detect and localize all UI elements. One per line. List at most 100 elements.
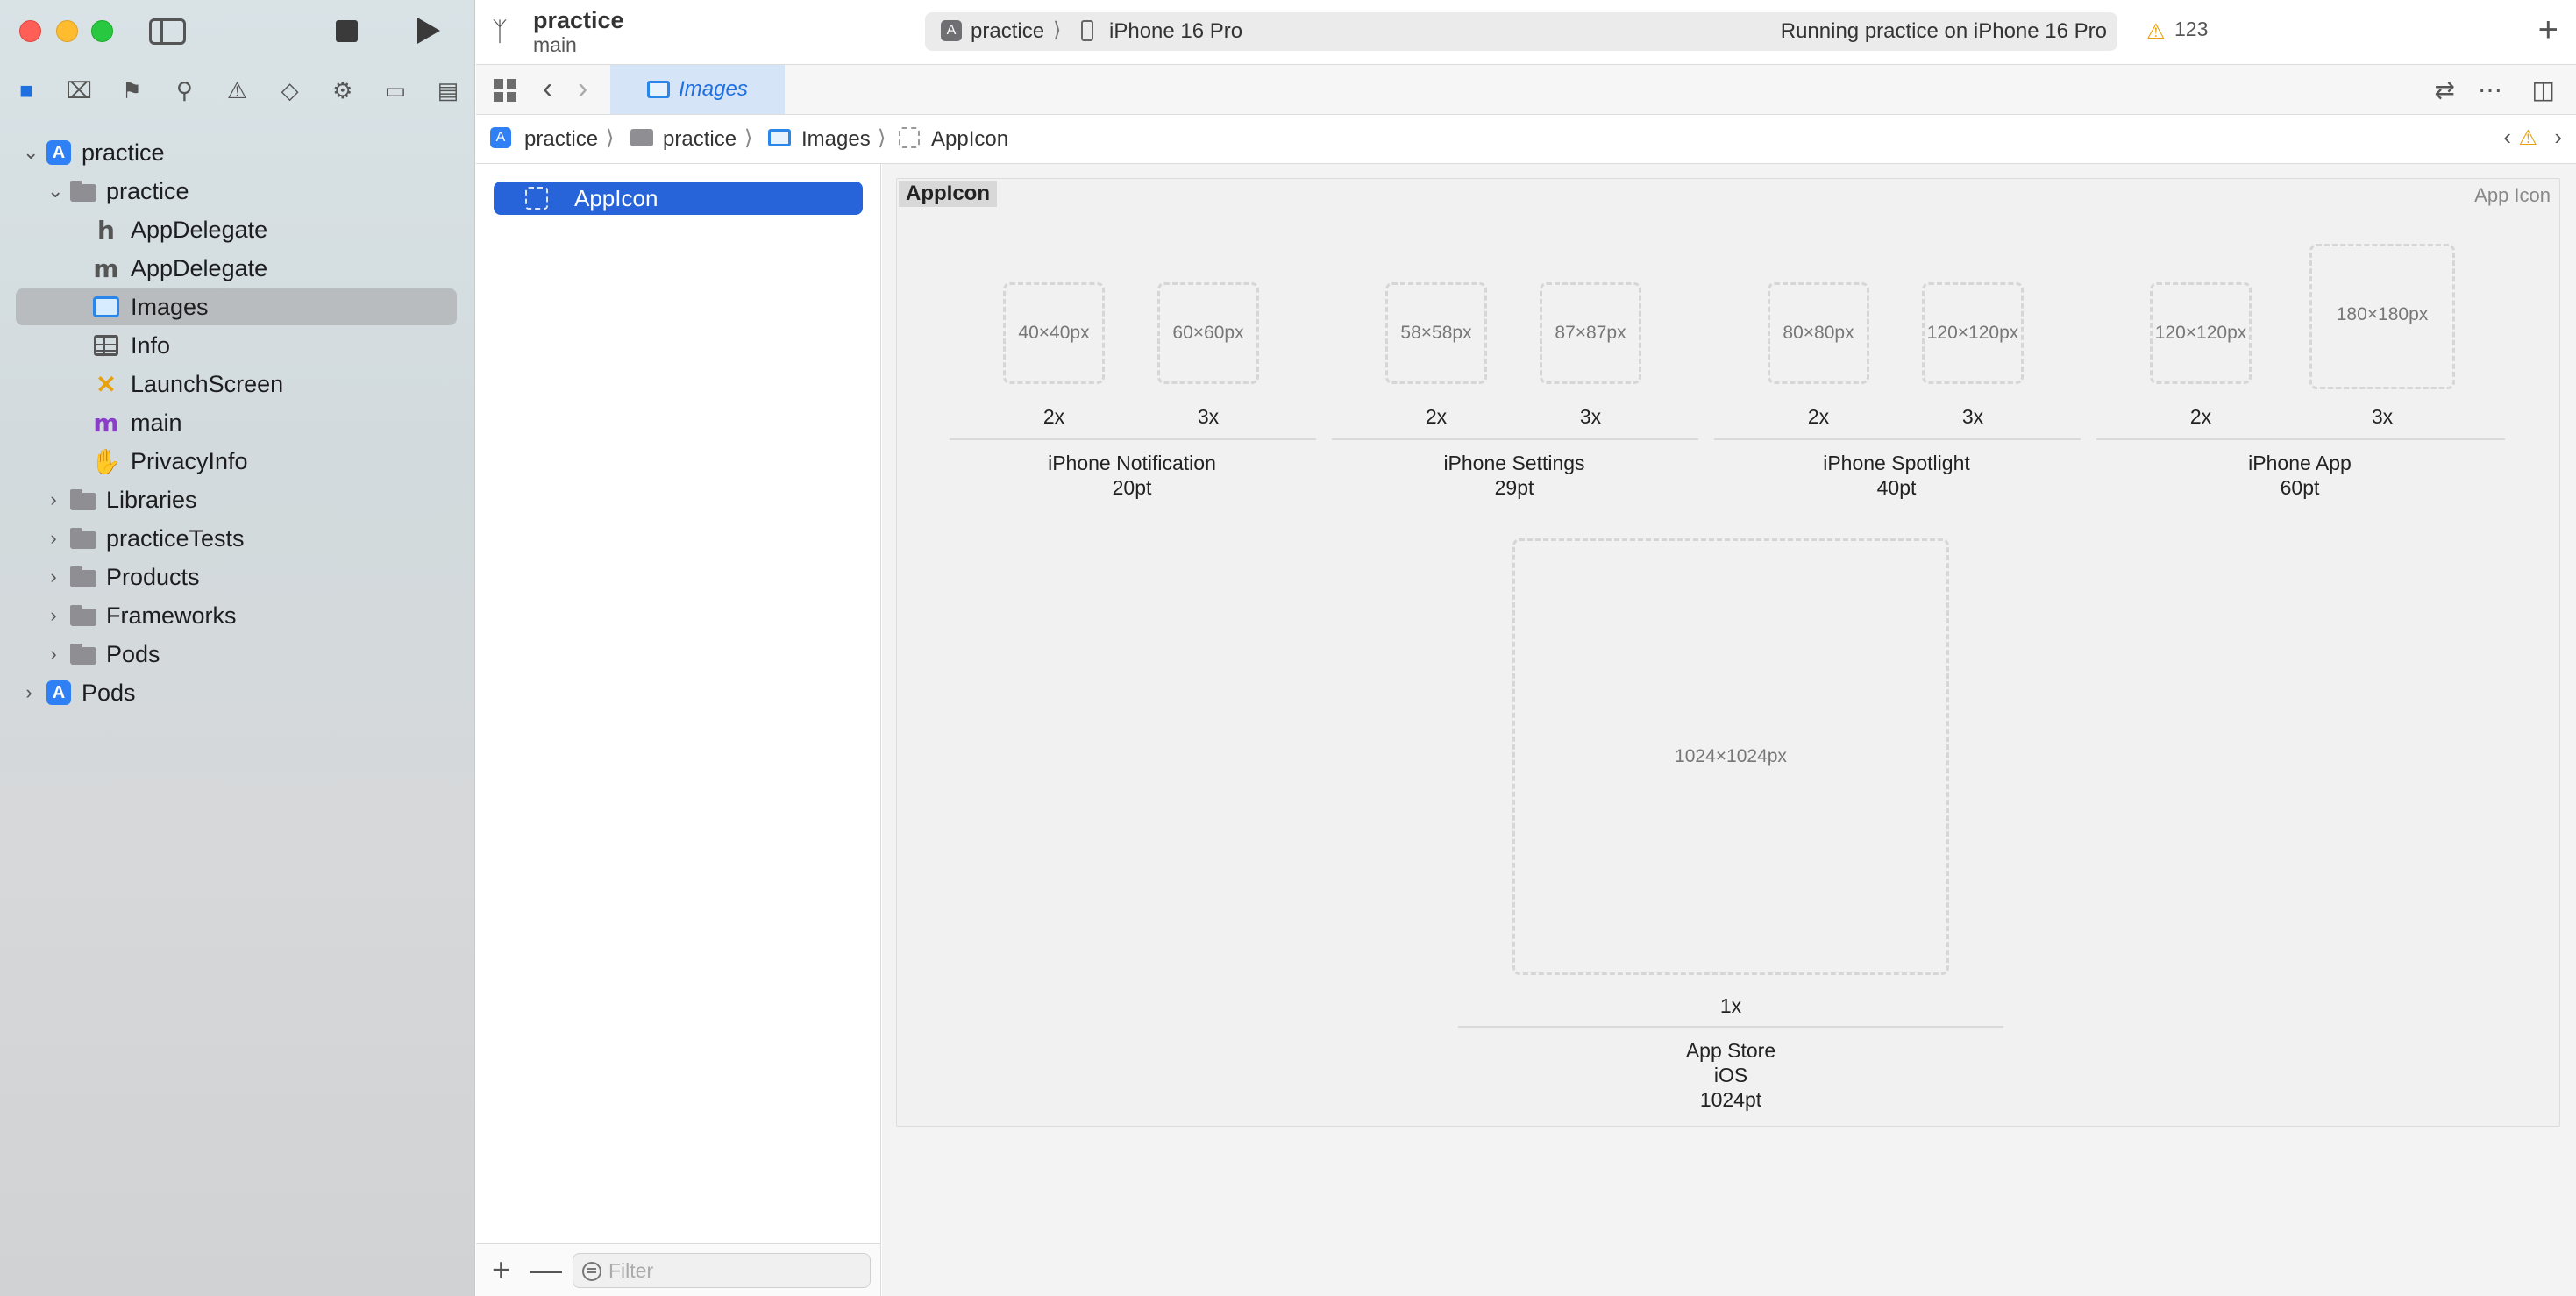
chevron-right-icon[interactable]: › [50, 566, 57, 587]
tree-item-privacyinfo[interactable]: ✋ PrivacyInfo [0, 442, 474, 481]
icon-well-settings-3x[interactable]: 87×87px [1540, 282, 1641, 384]
tree-item-images[interactable]: Images [0, 288, 474, 326]
tab-images[interactable]: Images [610, 65, 785, 114]
window-zoom-button[interactable] [91, 20, 113, 42]
scale-label: 3x [2371, 405, 2394, 428]
icon-well-app-2x[interactable]: 120×120px [2150, 282, 2252, 384]
chevron-right-icon: ⟩ [878, 126, 886, 150]
branch-name[interactable]: main [533, 33, 577, 56]
icon-well-notification-2x[interactable]: 40×40px [1003, 282, 1105, 384]
warning-icon[interactable]: ⚠ [2518, 126, 2537, 150]
tree-item-frameworks[interactable]: › Frameworks [0, 596, 474, 635]
debug-navigator-spray-icon[interactable]: ⚙ [332, 76, 353, 103]
tree-item-launchscreen[interactable]: ✕ LaunchScreen [0, 365, 474, 403]
group-divider [1332, 438, 1698, 440]
related-items-grid-icon[interactable] [494, 79, 516, 102]
jump-bar: A practice ⟩ practice ⟩ Images ⟩ AppIcon… [476, 115, 2576, 164]
tree-item-pods-project[interactable]: › A Pods [0, 673, 474, 712]
remove-asset-minus-icon[interactable]: — [530, 1251, 562, 1287]
swap-arrows-icon[interactable]: ⇄ [2434, 76, 2455, 103]
icon-well-spotlight-2x[interactable]: 80×80px [1768, 282, 1869, 384]
chevron-right-icon[interactable]: › [50, 604, 57, 626]
chevron-down-icon[interactable]: ⌄ [47, 180, 64, 202]
window-minimize-button[interactable] [56, 20, 78, 42]
chevron-right-icon[interactable]: › [25, 681, 32, 703]
privacy-hand-icon: ✋ [90, 447, 122, 475]
tree-item-products[interactable]: › Products [0, 558, 474, 596]
chevron-right-icon[interactable]: › [50, 643, 57, 665]
more-options-icon[interactable]: ⋯ [2478, 76, 2502, 103]
tree-item-pods-folder[interactable]: › Pods [0, 635, 474, 673]
asset-item-appicon[interactable]: AppIcon [494, 182, 863, 215]
scale-label: 3x [1197, 405, 1220, 428]
group-label-app: iPhone App 60pt [2116, 451, 2484, 500]
tree-item-label: LaunchScreen [131, 370, 284, 397]
find-navigator-search-icon[interactable]: ⚲ [175, 76, 193, 103]
icon-well-app-store-1x[interactable]: 1024×1024px [1512, 538, 1949, 975]
source-control-navigator-icon[interactable]: ⌧ [66, 76, 93, 103]
filter-field[interactable] [573, 1253, 871, 1288]
tree-item-appdelegate-h[interactable]: h AppDelegate [0, 210, 474, 249]
icon-set-title: AppIcon [899, 181, 997, 207]
run-icon[interactable] [417, 18, 440, 44]
group-size: 20pt [1112, 476, 1152, 499]
add-asset-plus-icon[interactable]: + [492, 1251, 511, 1287]
group-divider [950, 438, 1316, 440]
breadcrumb-project[interactable]: practice [524, 127, 599, 151]
breadcrumb-appicon[interactable]: AppIcon [931, 127, 1009, 151]
tree-item-folder-practice[interactable]: ⌄ practice [0, 172, 474, 210]
forward-chevron-icon[interactable]: › [578, 72, 588, 105]
breadcrumb-folder[interactable]: practice [663, 127, 737, 151]
icon-well-notification-3x[interactable]: 60×60px [1157, 282, 1259, 384]
group-divider [1714, 438, 2081, 440]
bookmark-navigator-icon[interactable]: ⚑ [121, 76, 142, 103]
appicon-icon [525, 187, 548, 210]
group-divider [2096, 438, 2505, 440]
objc-file-icon: m [93, 253, 119, 283]
icon-well-spotlight-3x[interactable]: 120×120px [1922, 282, 2024, 384]
group-label-settings: iPhone Settings 29pt [1330, 451, 1698, 500]
previous-issue-chevron-icon[interactable]: ‹ [2503, 124, 2511, 150]
tree-item-appdelegate-m[interactable]: m AppDelegate [0, 249, 474, 288]
filter-input[interactable] [608, 1257, 863, 1284]
window-close-button[interactable] [19, 20, 41, 42]
test-navigator-diamond-icon[interactable]: ◇ [281, 76, 299, 103]
warning-icon[interactable]: ⚠ [2146, 20, 2166, 44]
chevron-right-icon: ⟩ [744, 126, 753, 150]
tree-item-info[interactable]: Info [0, 326, 474, 365]
report-navigator-list-icon[interactable]: ▤ [437, 76, 459, 103]
project-name[interactable]: practice [533, 7, 624, 33]
run-destination-selector[interactable]: iPhone 16 Pro [1109, 19, 1243, 43]
tree-item-project-practice[interactable]: ⌄ A practice [0, 133, 474, 172]
tree-item-label: main [131, 409, 182, 436]
add-library-plus-icon[interactable]: + [2537, 11, 2558, 49]
tree-item-practicetests[interactable]: › practiceTests [0, 519, 474, 558]
icon-well-app-3x[interactable]: 180×180px [2309, 244, 2455, 389]
group-label-spotlight: iPhone Spotlight 40pt [1712, 451, 2081, 500]
breadcrumb-images[interactable]: Images [801, 127, 871, 151]
icon-well-settings-2x[interactable]: 58×58px [1385, 282, 1487, 384]
tree-item-label: AppDelegate [131, 216, 268, 243]
next-issue-chevron-icon[interactable]: › [2554, 124, 2562, 150]
asset-list-pane: AppIcon + — [476, 164, 881, 1296]
stop-icon[interactable] [336, 20, 358, 42]
tree-item-libraries[interactable]: › Libraries [0, 481, 474, 519]
issue-navigator-warning-icon[interactable]: ⚠ [226, 76, 248, 103]
folder-icon [70, 642, 96, 666]
chevron-right-icon[interactable]: › [50, 527, 57, 549]
tree-item-main[interactable]: m main [0, 403, 474, 442]
activity-bar: A practice ⟩ iPhone 16 Pro Running pract… [925, 12, 2117, 51]
scheme-selector[interactable]: practice [971, 19, 1045, 43]
chevron-right-icon[interactable]: › [50, 488, 57, 510]
project-navigator-folder-icon[interactable]: ■ [19, 76, 33, 103]
breakpoint-navigator-tag-icon[interactable]: ▭ [384, 76, 407, 103]
project-icon: A [46, 140, 72, 165]
warning-count[interactable]: 123 [2174, 18, 2209, 40]
back-chevron-icon[interactable]: ‹ [543, 72, 553, 105]
tree-item-label: Images [131, 293, 209, 320]
sidebar-toggle-icon[interactable] [149, 18, 186, 45]
tree-item-label: practice [82, 139, 165, 166]
chevron-down-icon[interactable]: ⌄ [23, 141, 39, 163]
group-name: iPhone App [2248, 452, 2352, 474]
inspector-toggle-icon[interactable]: ◫ [2531, 76, 2555, 103]
